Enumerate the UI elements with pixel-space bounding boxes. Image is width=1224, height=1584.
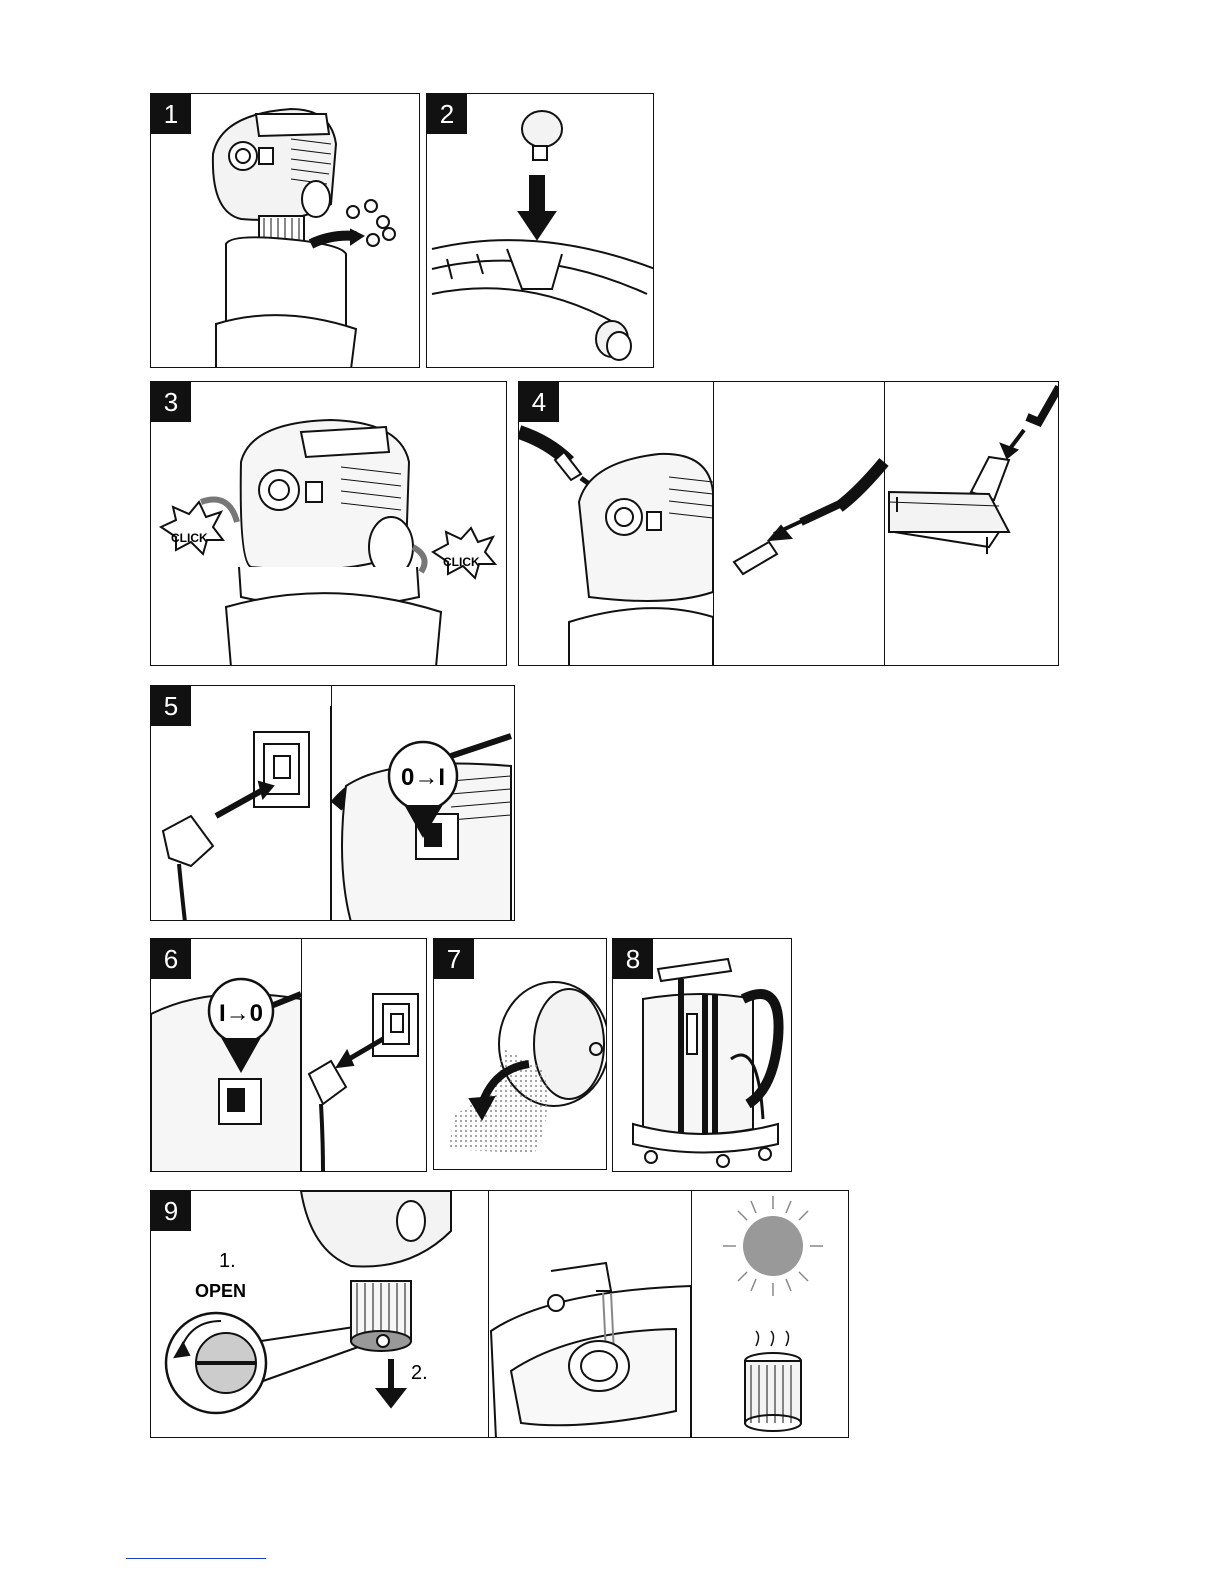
step-7-panel: 7 (433, 938, 607, 1170)
footer-link-underline (126, 1558, 266, 1559)
step-5-divider (331, 686, 332, 920)
switch-on-label: 0→I (401, 764, 445, 791)
step-2-number: 2 (427, 94, 467, 134)
click-label-left: CLICK (171, 531, 208, 545)
step-1-panel: 1 (150, 93, 420, 368)
vacuum-head-lift-illustration (151, 94, 420, 368)
step-6-panel: 6 I→0 (150, 938, 427, 1172)
hose-and-nozzle-assembly-illustration (519, 382, 1059, 666)
step-4-divider-b (884, 382, 885, 665)
step-9-substep-2: 2. (411, 1362, 428, 1384)
click-label-right: CLICK (443, 555, 480, 569)
step-9-substep-1: 1. (219, 1250, 236, 1272)
switch-off-and-unplug-illustration: I→0 (151, 939, 427, 1172)
step-3-panel: 3 CLICK CLICK (150, 381, 507, 666)
filter-clean-and-dry-illustration: 1. OPEN 2. (151, 1191, 849, 1438)
step-4-number: 4 (519, 382, 559, 422)
step-9-number: 9 (151, 1191, 191, 1231)
switch-off-label: I→0 (219, 1000, 263, 1027)
step-8-panel: 8 (612, 938, 792, 1172)
step-4-divider-a (713, 382, 714, 665)
step-3-number: 3 (151, 382, 191, 422)
step-4-panel: 4 (518, 381, 1059, 666)
step-6-number: 6 (151, 939, 191, 979)
step-1-number: 1 (151, 94, 191, 134)
step-6-divider (301, 939, 302, 1171)
plug-in-and-switch-on-illustration: 0→I (151, 686, 515, 921)
step-9-divider-b (691, 1191, 692, 1437)
step-2-panel: 2 (426, 93, 654, 368)
open-label: OPEN (195, 1281, 246, 1301)
step-7-number: 7 (434, 939, 474, 979)
step-5-number: 5 (151, 686, 191, 726)
step-8-number: 8 (613, 939, 653, 979)
step-5-panel: 5 0→I (150, 685, 515, 921)
step-9-panel: 9 (150, 1190, 849, 1438)
step-9-divider-a (488, 1191, 489, 1437)
head-latch-click-illustration: CLICK CLICK (151, 382, 507, 666)
castor-insert-illustration (427, 94, 654, 368)
